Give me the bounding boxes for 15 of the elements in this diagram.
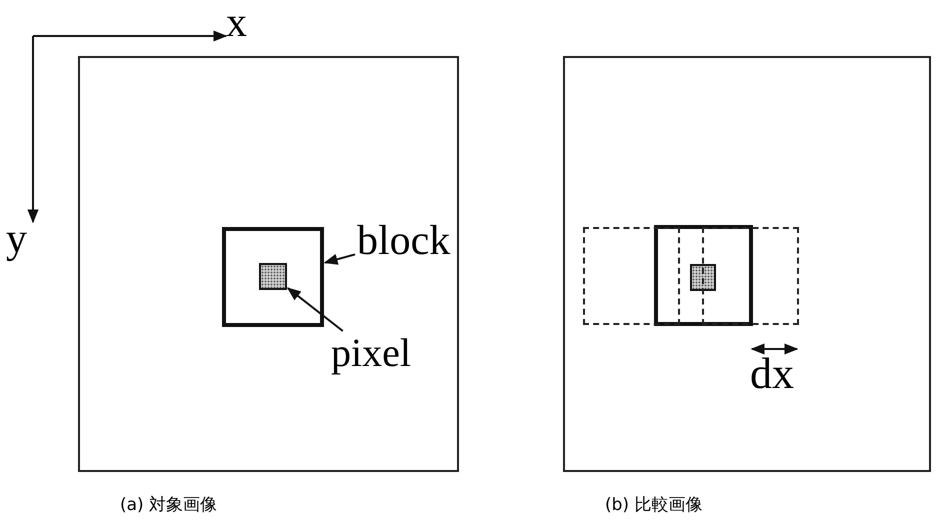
dimension-label: dx [750,352,794,396]
frame-label: (a) 対象画像 [120,497,218,514]
block-square [222,227,324,327]
block-square [654,225,753,326]
shifted-block-outline [583,227,680,325]
callout-label: block [357,220,450,262]
frame-label: (b) 比較画像 [605,497,702,514]
pixel-square [690,264,716,291]
leader-line [324,253,356,265]
leader-line [286,287,344,332]
axis-label: y [6,218,27,260]
callout-label: pixel [331,333,411,373]
shifted-block-outline [702,227,799,325]
axis-label: x [226,2,247,44]
pixel-square [259,263,287,290]
